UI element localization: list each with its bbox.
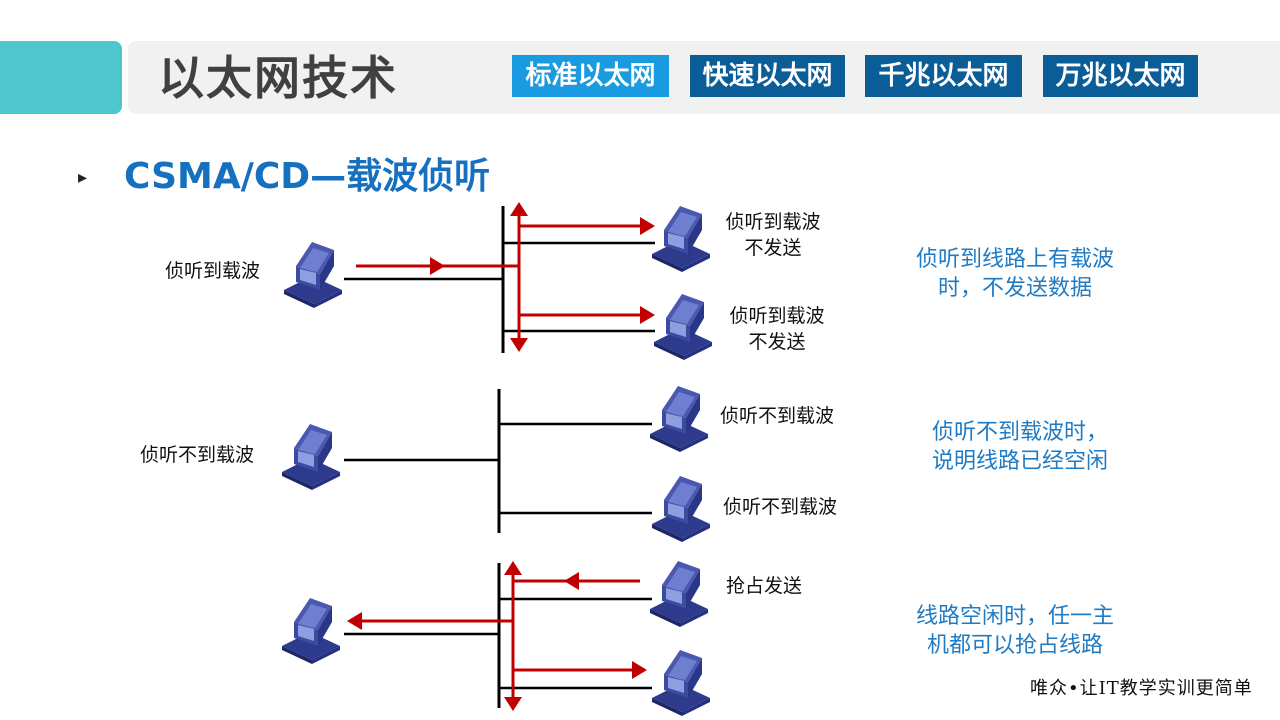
pc-target-icon bbox=[282, 598, 340, 664]
diagram1 bbox=[284, 202, 712, 360]
tab-fast-ethernet[interactable]: 快速以太网 bbox=[690, 55, 845, 97]
d1-sender-label: 侦听到载波 bbox=[165, 260, 261, 282]
d2-receiver2-label: 侦听不到载波 bbox=[723, 496, 838, 518]
d2-note: 侦听不到载波时， 说明线路已经空闲 bbox=[931, 420, 1108, 474]
footer-slogan: 唯众•让IT教学实训更简单 bbox=[1030, 678, 1253, 699]
header-accent-block bbox=[0, 41, 122, 114]
d1-note: 侦听到线路上有载波 时，不发送数据 bbox=[915, 247, 1114, 301]
page-title: 以太网技术 bbox=[158, 51, 398, 105]
tab-standard-ethernet[interactable]: 标准以太网 bbox=[512, 55, 669, 97]
pc-receiver1-icon bbox=[652, 206, 710, 272]
d1-receiver1-label: 侦听到载波 不发送 bbox=[725, 211, 821, 259]
pc-receiver2-icon bbox=[652, 476, 710, 542]
pc-sender-icon bbox=[282, 424, 340, 490]
pc-receiver2-icon bbox=[654, 294, 712, 360]
diagram3 bbox=[282, 561, 710, 716]
pc-receiver-icon bbox=[652, 650, 710, 716]
d1-receiver2-label: 侦听到载波 不发送 bbox=[729, 305, 825, 353]
tab-gigabit-ethernet[interactable]: 千兆以太网 bbox=[865, 55, 1022, 97]
d2-sender-label: 侦听不到载波 bbox=[140, 444, 255, 466]
diagram2 bbox=[282, 386, 710, 542]
d2-receiver1-label: 侦听不到载波 bbox=[720, 405, 835, 427]
pc-receiver1-icon bbox=[650, 386, 708, 452]
section-subtitle: CSMA/CD—载波侦听 bbox=[124, 156, 491, 197]
bullet-icon: ▸ bbox=[78, 167, 88, 188]
tab-10gigabit-ethernet[interactable]: 万兆以太网 bbox=[1043, 55, 1198, 97]
d3-note: 线路空闲时，任一主 机都可以抢占线路 bbox=[915, 604, 1114, 658]
d3-sender-label: 抢占发送 bbox=[726, 575, 803, 597]
pc-sender-icon bbox=[650, 561, 708, 627]
pc-sender-icon bbox=[284, 242, 342, 308]
